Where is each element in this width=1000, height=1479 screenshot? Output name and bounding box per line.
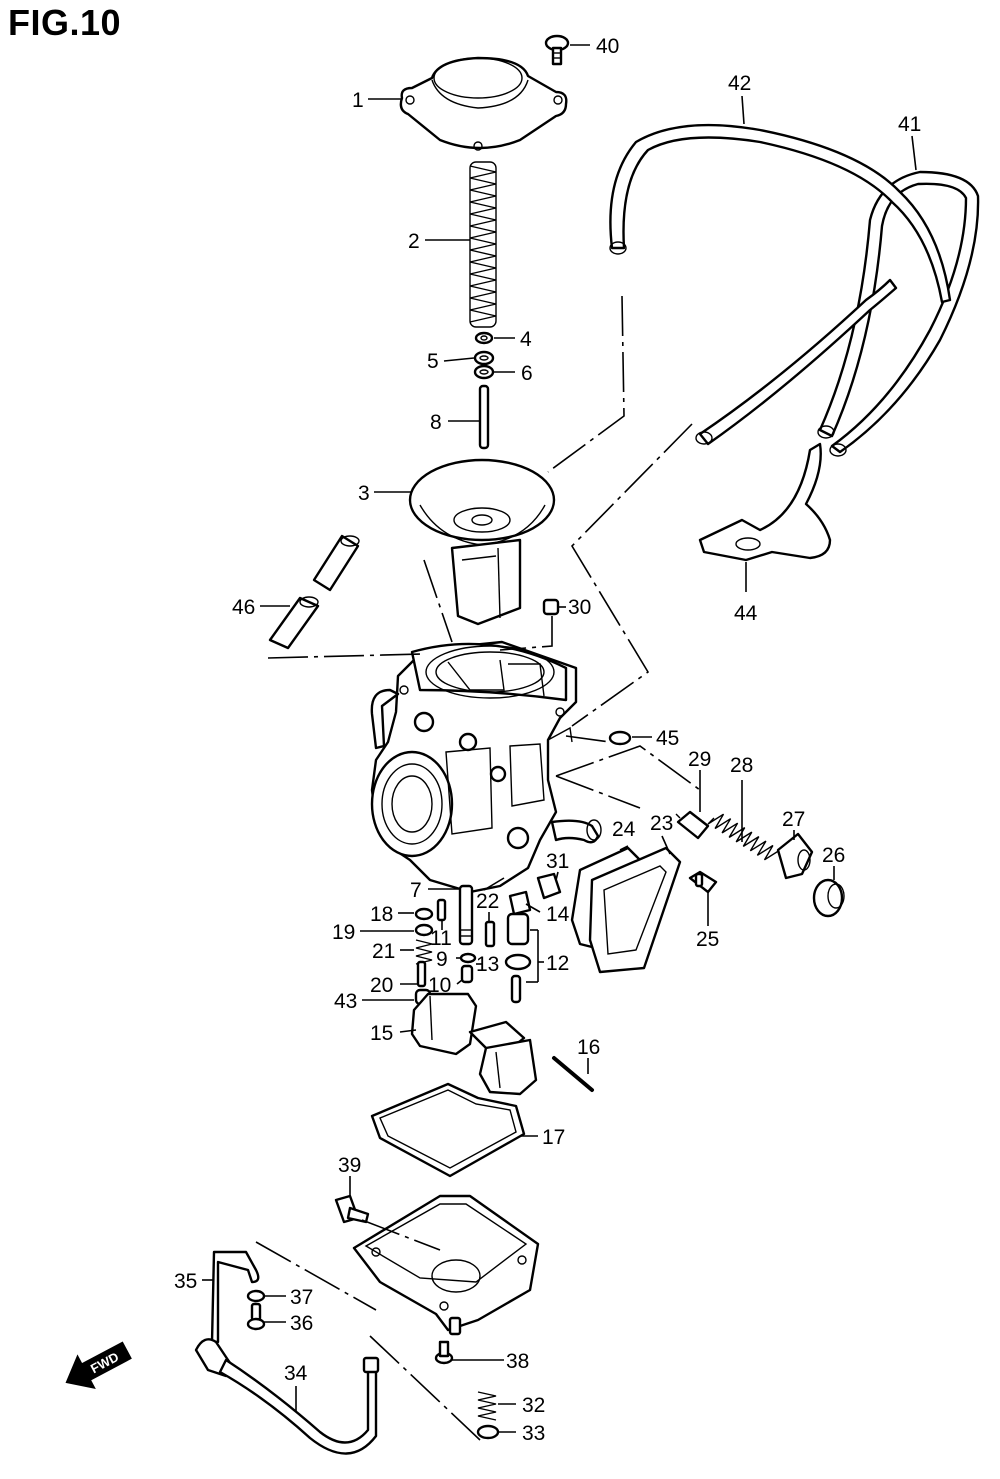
part-32-spring xyxy=(477,1391,497,1421)
callout-22: 22 xyxy=(476,890,499,913)
callout-11: 11 xyxy=(430,927,452,950)
callout-17: 17 xyxy=(542,1126,565,1149)
callout-43: 43 xyxy=(334,990,357,1013)
callout-1: 1 xyxy=(352,89,364,112)
callout-24: 24 xyxy=(612,818,636,841)
callout-5: 5 xyxy=(427,350,439,373)
callout-29: 29 xyxy=(688,748,711,771)
callout-18: 18 xyxy=(370,903,393,926)
callout-2: 2 xyxy=(408,230,420,253)
part-41-vent-tubes xyxy=(817,170,980,457)
figure-title: FIG.10 xyxy=(8,2,122,43)
part-28-spring xyxy=(707,813,781,861)
callout-46: 46 xyxy=(232,596,255,619)
part-34-drain-hose xyxy=(194,1338,380,1455)
part-18-oring xyxy=(414,907,434,921)
part-44-bracket xyxy=(698,442,832,562)
callout-15: 15 xyxy=(370,1022,393,1045)
part-42-vent-tube xyxy=(609,123,952,446)
fwd-arrow: FWD xyxy=(65,1341,132,1389)
callout-6: 6 xyxy=(521,362,533,385)
part-33-washer xyxy=(476,1424,500,1440)
callout-42: 42 xyxy=(728,72,751,95)
float-bowl xyxy=(352,1194,540,1336)
part-22-jet xyxy=(484,920,496,948)
callout-8: 8 xyxy=(430,411,442,434)
callout-13: 13 xyxy=(476,953,499,976)
part-6-ring xyxy=(473,364,495,380)
part-25-screw xyxy=(688,870,718,894)
part-30-plug xyxy=(542,598,560,616)
callout-4: 4 xyxy=(520,328,532,351)
part-29-needle xyxy=(675,810,710,840)
callout-26: 26 xyxy=(822,844,845,867)
part-15-float xyxy=(410,992,538,1096)
callout-19: 19 xyxy=(332,921,355,944)
callout-23: 23 xyxy=(650,812,673,835)
callout-41: 41 xyxy=(898,113,921,136)
part-21-spring xyxy=(415,939,433,965)
part-45-oring xyxy=(608,730,632,746)
part-8-needle xyxy=(478,384,490,450)
callout-45: 45 xyxy=(656,727,679,750)
part-9-washer xyxy=(459,952,477,964)
part-1-top-cap xyxy=(399,56,568,151)
part-40-screw xyxy=(544,34,570,66)
callout-12: 12 xyxy=(546,952,569,975)
callout-36: 36 xyxy=(290,1312,313,1335)
callout-44: 44 xyxy=(734,602,758,625)
part-5-ring xyxy=(473,350,495,366)
part-4-washer xyxy=(474,331,494,345)
part-35-bracket xyxy=(210,1250,260,1344)
callout-14: 14 xyxy=(546,903,570,926)
part-3-diaphragm-piston xyxy=(408,458,556,626)
part-17-gasket xyxy=(370,1082,526,1178)
part-39-screw xyxy=(334,1194,370,1224)
callout-7: 7 xyxy=(410,879,422,902)
callout-34: 34 xyxy=(284,1362,308,1385)
callout-21: 21 xyxy=(372,940,395,963)
part-11-screw xyxy=(436,898,447,922)
carburetor-body xyxy=(370,640,602,894)
callout-30: 30 xyxy=(568,596,591,619)
callout-37: 37 xyxy=(290,1286,313,1309)
part-31-cap xyxy=(536,872,562,900)
callout-25: 25 xyxy=(696,928,719,951)
callout-3: 3 xyxy=(358,482,370,505)
callout-labels: 1 2 3 4 5 6 7 8 9 10 11 12 13 14 15 16 1… xyxy=(174,35,921,1445)
part-27-screw xyxy=(776,832,814,880)
callout-leaders xyxy=(202,44,917,1433)
part-14-plug xyxy=(508,890,532,916)
part-10-jet xyxy=(460,964,474,984)
callout-33: 33 xyxy=(522,1422,545,1445)
part-36-screw xyxy=(246,1302,266,1331)
callout-16: 16 xyxy=(577,1036,600,1059)
part-12-valve-assembly xyxy=(504,912,532,1004)
callout-40: 40 xyxy=(596,35,619,58)
part-7-jet-holder xyxy=(458,884,474,946)
part-46-tubes xyxy=(268,534,360,650)
part-20-pilot-screw xyxy=(416,960,427,988)
part-2-spring xyxy=(469,161,497,328)
callout-38: 38 xyxy=(506,1350,529,1373)
part-37-washer xyxy=(246,1289,266,1303)
part-16-pin xyxy=(552,1056,594,1092)
part-26-cap xyxy=(812,878,845,918)
callout-28: 28 xyxy=(730,754,753,777)
callout-9: 9 xyxy=(436,948,448,971)
part-19-washer xyxy=(414,923,434,937)
callout-27: 27 xyxy=(782,808,805,831)
callout-32: 32 xyxy=(522,1394,545,1417)
part-38-screw xyxy=(434,1340,454,1365)
callout-20: 20 xyxy=(370,974,393,997)
callout-31: 31 xyxy=(546,850,569,873)
callout-10: 10 xyxy=(428,974,451,997)
assembly-lines xyxy=(255,295,701,1441)
callout-35: 35 xyxy=(174,1270,197,1293)
callout-39: 39 xyxy=(338,1154,361,1177)
part-23-cover xyxy=(588,846,682,974)
